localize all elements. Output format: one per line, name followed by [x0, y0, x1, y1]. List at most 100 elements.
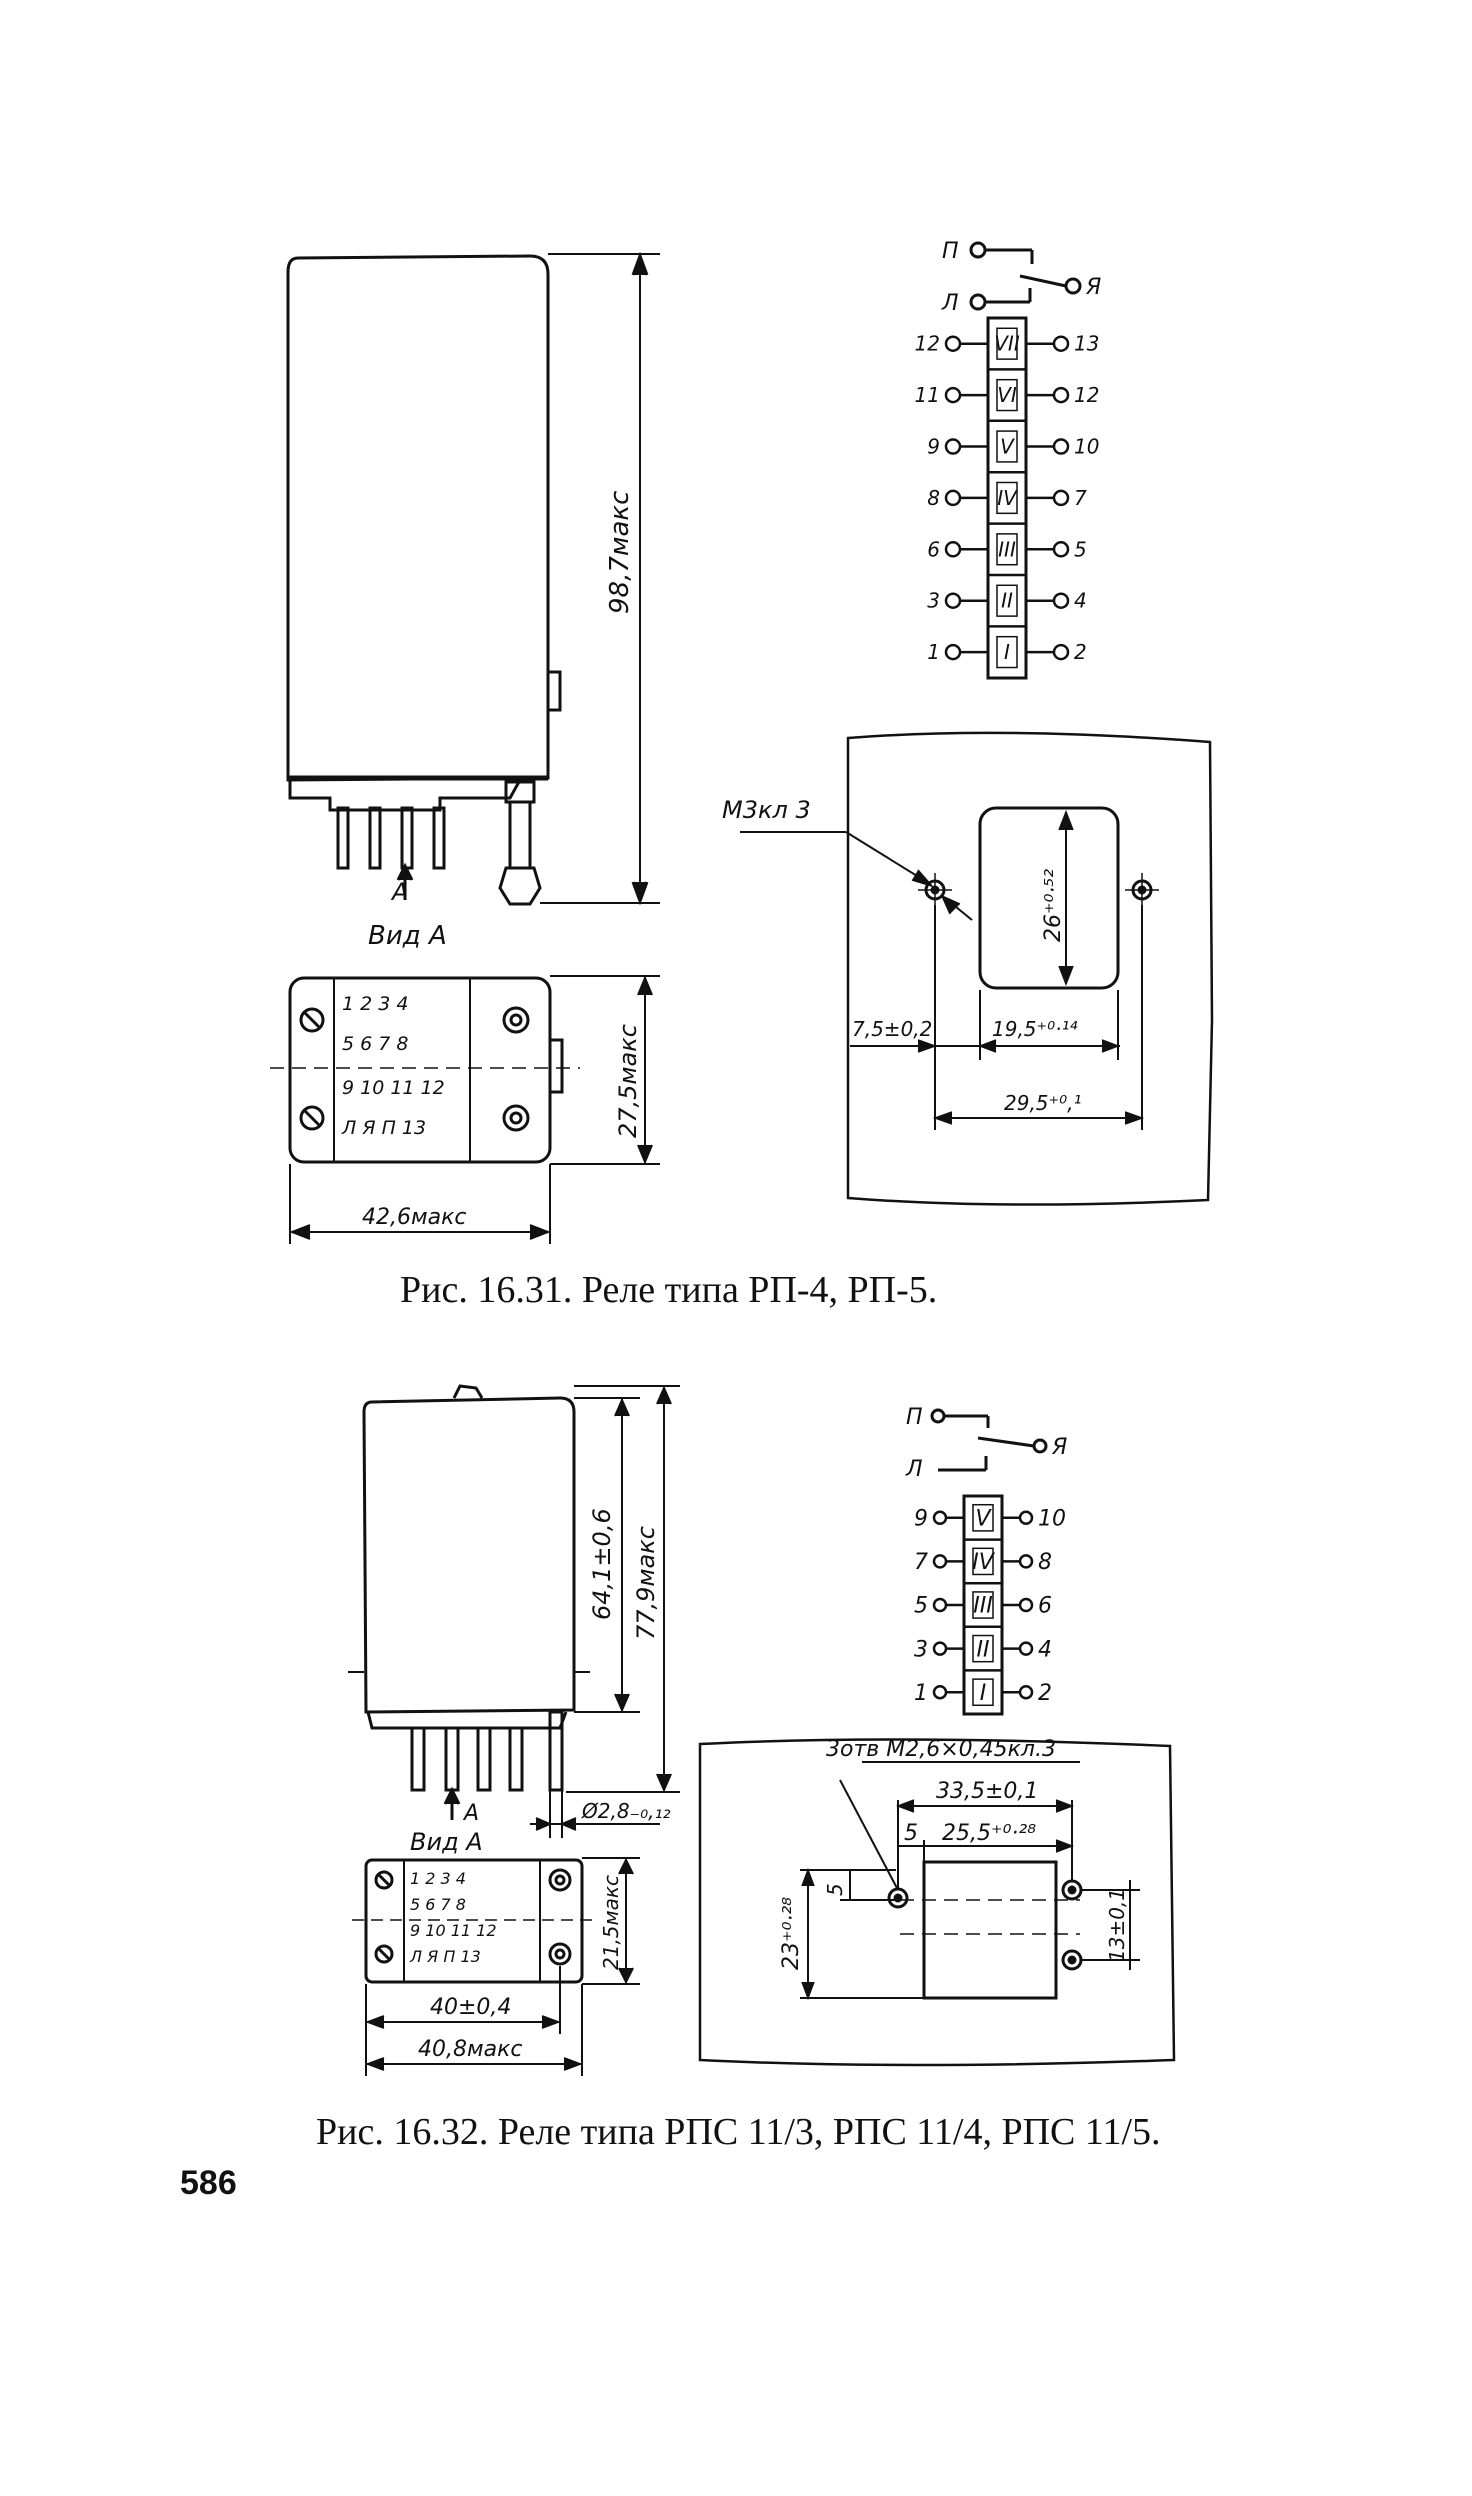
- dim-offset-rp4: 7,5±0,2: [852, 1017, 932, 1041]
- coil-number: III: [998, 537, 1016, 561]
- coil-number: II: [977, 1637, 990, 1662]
- coil-right-terminal: 4: [1038, 1637, 1052, 1662]
- figure-caption-16-31: Рис. 16.31. Реле типа РП-4, РП-5.: [400, 1269, 938, 1311]
- coil-left-terminal: 1: [914, 1681, 928, 1706]
- coil-row: 5 III 6: [914, 1581, 1052, 1619]
- coil-right-terminal: 2: [1074, 640, 1087, 664]
- dim-height-rp4: [540, 251, 660, 906]
- dim-side-rp4-label: 27,5макс: [614, 1024, 642, 1138]
- coil-number: V: [975, 1507, 992, 1532]
- dim-spacing: 29,5⁺⁰,¹: [1004, 1091, 1081, 1115]
- coil-right-terminal: 13: [1074, 332, 1099, 356]
- dim-height-rps: 23⁺⁰·²⁸: [779, 1897, 804, 1970]
- dim-total-rps: 77,9макс: [632, 1526, 660, 1640]
- switch2-label-p: П: [906, 1405, 923, 1430]
- coil-number: III: [973, 1594, 992, 1619]
- dim-pitch: 13±0,1: [1105, 1888, 1129, 1962]
- coil-row: 12 VII 13: [915, 327, 1099, 360]
- terminal-row-1: 1 2 3 4: [342, 993, 408, 1015]
- mounting-plate-rp4: [740, 731, 1214, 1206]
- coil-row: 6 III 5: [927, 522, 1087, 566]
- coil-row: 9 V 10: [927, 419, 1099, 463]
- terminal-row-3: 9 10 11 12: [342, 1077, 445, 1099]
- coil-left-terminal: 3: [914, 1637, 928, 1662]
- coil-number: IV: [972, 1550, 995, 1575]
- view-arrow-label-2: А: [462, 1801, 479, 1826]
- coil-number: V: [1000, 435, 1015, 459]
- terminal-block-rp4: 1 2 3 4 5 6 7 8 9 10 11 12 Л Я П 13: [341, 993, 445, 1139]
- view-label-rps: Вид А: [410, 1828, 483, 1856]
- coil-row: 7 IV 8: [914, 1538, 1052, 1576]
- mounting-plate-rps: [698, 1738, 1176, 2067]
- coil-number: II: [1001, 589, 1013, 613]
- switch2-label-ya: Я: [1051, 1435, 1067, 1460]
- coil-right-terminal: 8: [1038, 1550, 1052, 1575]
- coil-row: 8 IV 7: [927, 470, 1087, 515]
- coil-row: 9 V 10: [914, 1503, 1066, 1532]
- holes-label: 3отв М2,6×0,45кл.3: [826, 1737, 1056, 1762]
- coil-right-terminal: 10: [1074, 435, 1099, 459]
- coil-number: VII: [994, 332, 1020, 356]
- coil-left-terminal: 6: [927, 537, 940, 561]
- dim-v-small: 5: [823, 1883, 847, 1896]
- dim-outer: 33,5±0,1: [936, 1779, 1038, 1804]
- relay-rps-body: [348, 1384, 590, 1820]
- screw-label: М3кл 3: [722, 796, 811, 824]
- coil-left-terminal: 3: [927, 589, 940, 613]
- dim-window-h: 26⁺⁰·⁵²: [1041, 869, 1066, 942]
- switch-label-ya: Я: [1085, 275, 1101, 300]
- terminal-row-4: Л Я П 13: [409, 1947, 481, 1966]
- switch2-label-l: Л: [905, 1457, 923, 1482]
- view-arrow-label: А: [390, 878, 408, 906]
- dim-rps-height: [530, 1385, 680, 1838]
- coil-row: 3 II 4: [927, 573, 1087, 617]
- terminal-block-rps: 1 2 3 4 5 6 7 8 9 10 11 12 Л Я П 13: [409, 1869, 497, 1966]
- terminal-row-3: 9 10 11 12: [410, 1921, 497, 1940]
- switch-label-p: П: [942, 239, 959, 264]
- coil-left-terminal: 11: [915, 383, 940, 407]
- dim-inner: 25,5⁺⁰·²⁸: [942, 1821, 1036, 1846]
- coil-left-terminal: 9: [914, 1507, 928, 1532]
- coil-right-terminal: 4: [1074, 589, 1087, 613]
- coil-right-terminal: 5: [1074, 537, 1087, 561]
- dim-width-rps-2: 40,8макс: [418, 2037, 522, 2062]
- dim-width-rp4-label: 42,6макс: [362, 1205, 466, 1230]
- dim-offset-rps: 5: [904, 1821, 918, 1846]
- coil-number: I: [1004, 640, 1010, 664]
- relay-rp4-bottom-view: [270, 976, 580, 1164]
- coil-number: I: [980, 1681, 987, 1706]
- switch-label-l: Л: [941, 291, 959, 316]
- terminal-row-4: Л Я П 13: [341, 1117, 426, 1139]
- coil-left-terminal: 8: [927, 486, 940, 510]
- dim-pin-rps: Ø2,8₋₀,₁₂: [581, 1799, 671, 1823]
- dim-window-w: 19,5⁺⁰·¹⁴: [992, 1017, 1078, 1041]
- schematic-rp4: [969, 241, 1082, 680]
- coil-left-terminal: 7: [914, 1550, 928, 1575]
- coil-row: 3 II 4: [914, 1625, 1052, 1663]
- coil-row: 11 VI 12: [915, 368, 1099, 412]
- coil-right-terminal: 7: [1074, 486, 1087, 510]
- coil-left-terminal: 5: [914, 1594, 928, 1619]
- coil-left-terminal: 9: [927, 435, 940, 459]
- page-number: 586: [180, 2164, 237, 2202]
- coil-left-terminal: 12: [915, 332, 940, 356]
- coil-number: IV: [997, 486, 1018, 510]
- coil-right-terminal: 6: [1038, 1594, 1052, 1619]
- dim-body-rps: 64,1±0,6: [588, 1508, 616, 1620]
- relay-rp4-body: [286, 254, 562, 906]
- coil-right-terminal: 10: [1038, 1507, 1066, 1532]
- terminal-row-2: 5 6 7 8: [410, 1895, 466, 1914]
- terminal-row-2: 5 6 7 8: [342, 1033, 408, 1055]
- coil-right-terminal: 12: [1074, 383, 1099, 407]
- dim-height-rp4-label: 98,7макс: [605, 491, 635, 614]
- coil-left-terminal: 1: [927, 640, 940, 664]
- coil-number: VI: [997, 383, 1017, 407]
- figure-caption-16-32: Рис. 16.32. Реле типа РПС 11/3, РПС 11/4…: [316, 2111, 1161, 2153]
- dim-side-rps: 21,5макс: [599, 1875, 623, 1970]
- dim-width-rps-1: 40±0,4: [430, 1995, 511, 2020]
- view-label-rp4: Вид А: [368, 921, 447, 951]
- coil-row: 1 I 2: [927, 625, 1087, 669]
- relay-rps-bottom-view: [352, 1858, 596, 1984]
